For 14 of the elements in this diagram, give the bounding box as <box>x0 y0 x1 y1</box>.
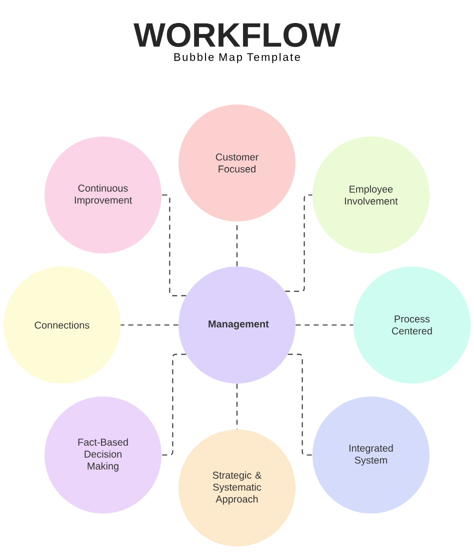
connector <box>120 324 178 326</box>
bubble: Process Centered <box>354 266 470 384</box>
bubble: Management <box>178 266 296 384</box>
bubble: Customer Focused <box>178 104 296 222</box>
bubble: Connections <box>4 266 120 384</box>
bubble: Continuous Improvement <box>44 136 162 254</box>
connector <box>236 384 238 430</box>
bubble: Strategic & Systematic Approach <box>178 430 296 546</box>
bubble: Integrated System <box>312 396 430 514</box>
title: WORKFLOW <box>134 23 340 47</box>
subtitle: Bubble Map Template <box>174 52 300 64</box>
connector <box>296 324 354 326</box>
bubble: Employee Involvement <box>312 136 430 254</box>
bubble: Fact-Based Decision Making <box>44 396 162 514</box>
